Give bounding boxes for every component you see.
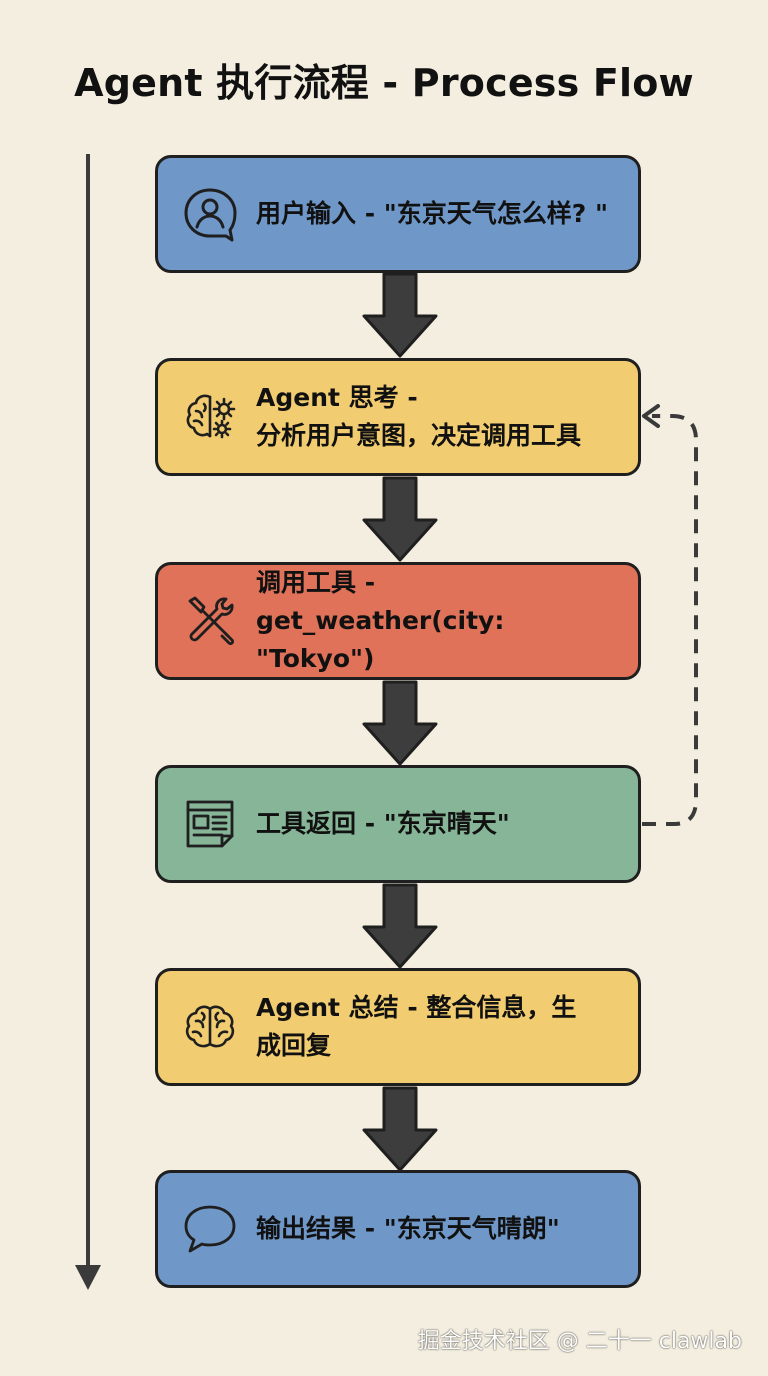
page-title: Agent 执行流程 - Process Flow	[74, 61, 694, 105]
user-chat-icon	[182, 186, 238, 242]
timeline-arrow	[75, 154, 101, 1290]
brain-gear-icon	[182, 389, 238, 445]
step-label: Agent 总结 - 整合信息，生 成回复	[256, 993, 577, 1060]
step-user-input: 用户输入 - "东京天气怎么样? "	[155, 155, 641, 273]
step-label: 调用工具 - get_weather(city: "Tokyo")	[256, 568, 505, 673]
document-icon	[182, 796, 238, 852]
step-label: 用户输入 - "东京天气怎么样? "	[256, 199, 609, 228]
step-call-tool: 调用工具 - get_weather(city: "Tokyo")	[155, 562, 641, 680]
step-label: Agent 思考 - 分析用户意图，决定调用工具	[256, 383, 582, 450]
flow-arrow	[362, 883, 438, 969]
wrench-screwdriver-icon	[182, 593, 238, 649]
brain-icon	[182, 999, 238, 1055]
step-agent-think: Agent 思考 - 分析用户意图，决定调用工具	[155, 358, 641, 476]
step-tool-return: 工具返回 - "东京晴天"	[155, 765, 641, 883]
flow-arrow	[362, 272, 438, 358]
flow-arrow	[362, 476, 438, 562]
feedback-loop-arrow	[642, 404, 698, 826]
step-label: 输出结果 - "东京天气晴朗"	[256, 1214, 560, 1243]
step-label: 工具返回 - "东京晴天"	[256, 809, 510, 838]
step-agent-summary: Agent 总结 - 整合信息，生 成回复	[155, 968, 641, 1086]
watermark: 掘金技术社区 @ 二十一 clawlab	[417, 1329, 742, 1354]
flow-arrow	[362, 1086, 438, 1172]
step-output-result: 输出结果 - "东京天气晴朗"	[155, 1170, 641, 1288]
flow-arrow	[362, 680, 438, 766]
speech-bubble-icon	[182, 1201, 238, 1257]
